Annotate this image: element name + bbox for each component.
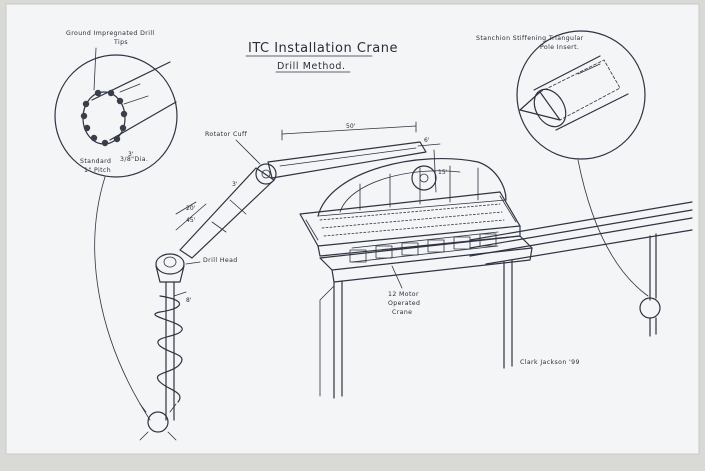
drill-head-label: Drill Head [203,257,238,264]
crane-label-2: Operated [388,300,420,307]
paper [5,3,700,455]
crane-carriage [299,157,533,399]
pole-insert-label-2: Pole Insert. [540,44,579,51]
dim-50: 50' [346,123,356,130]
standard-pitch-label-2: 1" Pitch [84,167,111,174]
pole-insert-label: Stanchion Stiffening Triangular [476,35,584,42]
drill-tips-label: Ground Impregnated Drill [66,30,155,37]
drawing-subtitle: Drill Method. [277,61,346,72]
dim-6: 6' [424,137,430,144]
drawing-title: ITC Installation Crane [248,41,398,56]
boom-arm [155,141,427,283]
crane-label-3: Crane [392,309,412,316]
impregnated-tips [80,89,128,147]
dim-15: 15' [438,169,448,176]
standard-pitch-label: Standard [80,158,111,165]
right-leader-line [577,159,649,297]
detail-size-label: 3' [128,151,134,158]
drill-tip-detail: 3' [54,54,178,178]
dim-3-arm: 3' [232,181,238,188]
rail-track [469,201,693,369]
artist-signature: Clark Jackson '99 [520,359,580,366]
detail-diameter-label: 3/8"Dia. [120,156,148,163]
drill-auger [139,281,183,441]
left-leader-line [94,176,151,421]
dimension-lines: 50' 6' 15' 3' 20' 45' 8' [173,121,448,304]
crane-label: 12 Motor [388,291,419,298]
drill-tips-label-2: Tips [113,39,128,46]
pole-insert-detail [516,30,646,160]
dim-20: 20' [186,205,196,212]
dim-45: 45' [186,217,196,224]
rotator-cuff-label: Rotator Cuff [205,131,248,138]
dim-8: 8' [186,297,192,304]
